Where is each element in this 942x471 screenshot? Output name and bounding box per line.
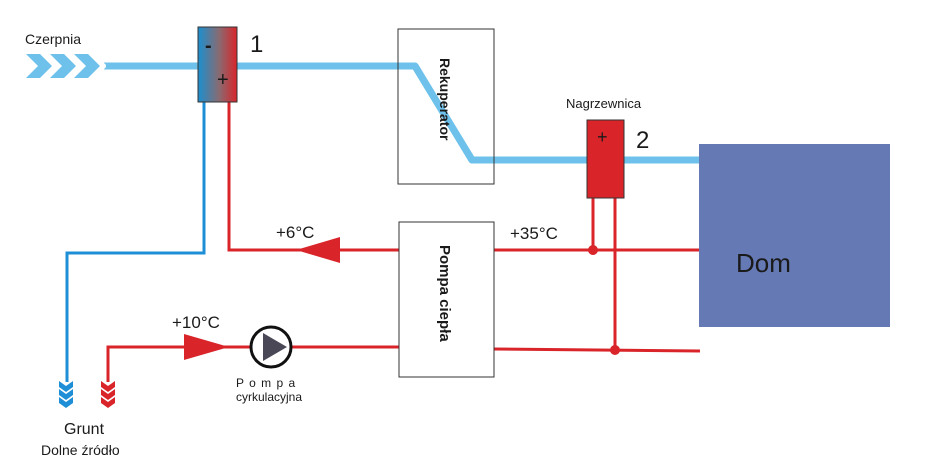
circ-pump-label-1: P o m p a <box>236 376 296 390</box>
ground-source-label: Dolne źródło <box>41 442 120 458</box>
cold-pipe <box>65 100 206 382</box>
hx1-minus: - <box>205 35 212 57</box>
house-label: Dom <box>736 248 791 278</box>
recuperator-label: Rekuperator <box>437 58 453 141</box>
house-box <box>699 144 890 327</box>
heat-pump-label: Pompa ciepła <box>436 245 453 342</box>
heat-exchanger-1 <box>197 26 238 103</box>
chevron-arrows-icon <box>26 54 100 78</box>
intake-label: Czerpnia <box>25 31 81 47</box>
hx1-plus: + <box>217 69 229 91</box>
temp-supply-label: +35°C <box>510 224 558 243</box>
junction-dot <box>610 345 620 355</box>
hot-pipes <box>106 100 701 382</box>
flow-arrow-icon <box>184 334 229 360</box>
hx1-number: 1 <box>250 31 263 58</box>
ground-probe-icon <box>101 381 115 408</box>
heat-pump-box <box>398 221 495 378</box>
intake-nozzle <box>100 63 106 69</box>
heater-plus: + <box>597 127 608 147</box>
heater-box <box>586 119 625 199</box>
flow-arrow-icon <box>296 237 340 263</box>
circ-pump-label-2: cyrkulacyjna <box>236 390 302 404</box>
heater-title: Nagrzewnica <box>566 96 642 111</box>
ground-probe-icon <box>59 381 73 408</box>
recuperator-box <box>397 28 495 185</box>
junction-dot <box>588 245 598 255</box>
ground-label: Grunt <box>64 421 105 438</box>
heater-number: 2 <box>636 127 649 154</box>
pump-icon <box>249 325 293 369</box>
temp-ground-label: +10°C <box>172 313 220 332</box>
temp-return-label: +6°C <box>276 223 314 242</box>
